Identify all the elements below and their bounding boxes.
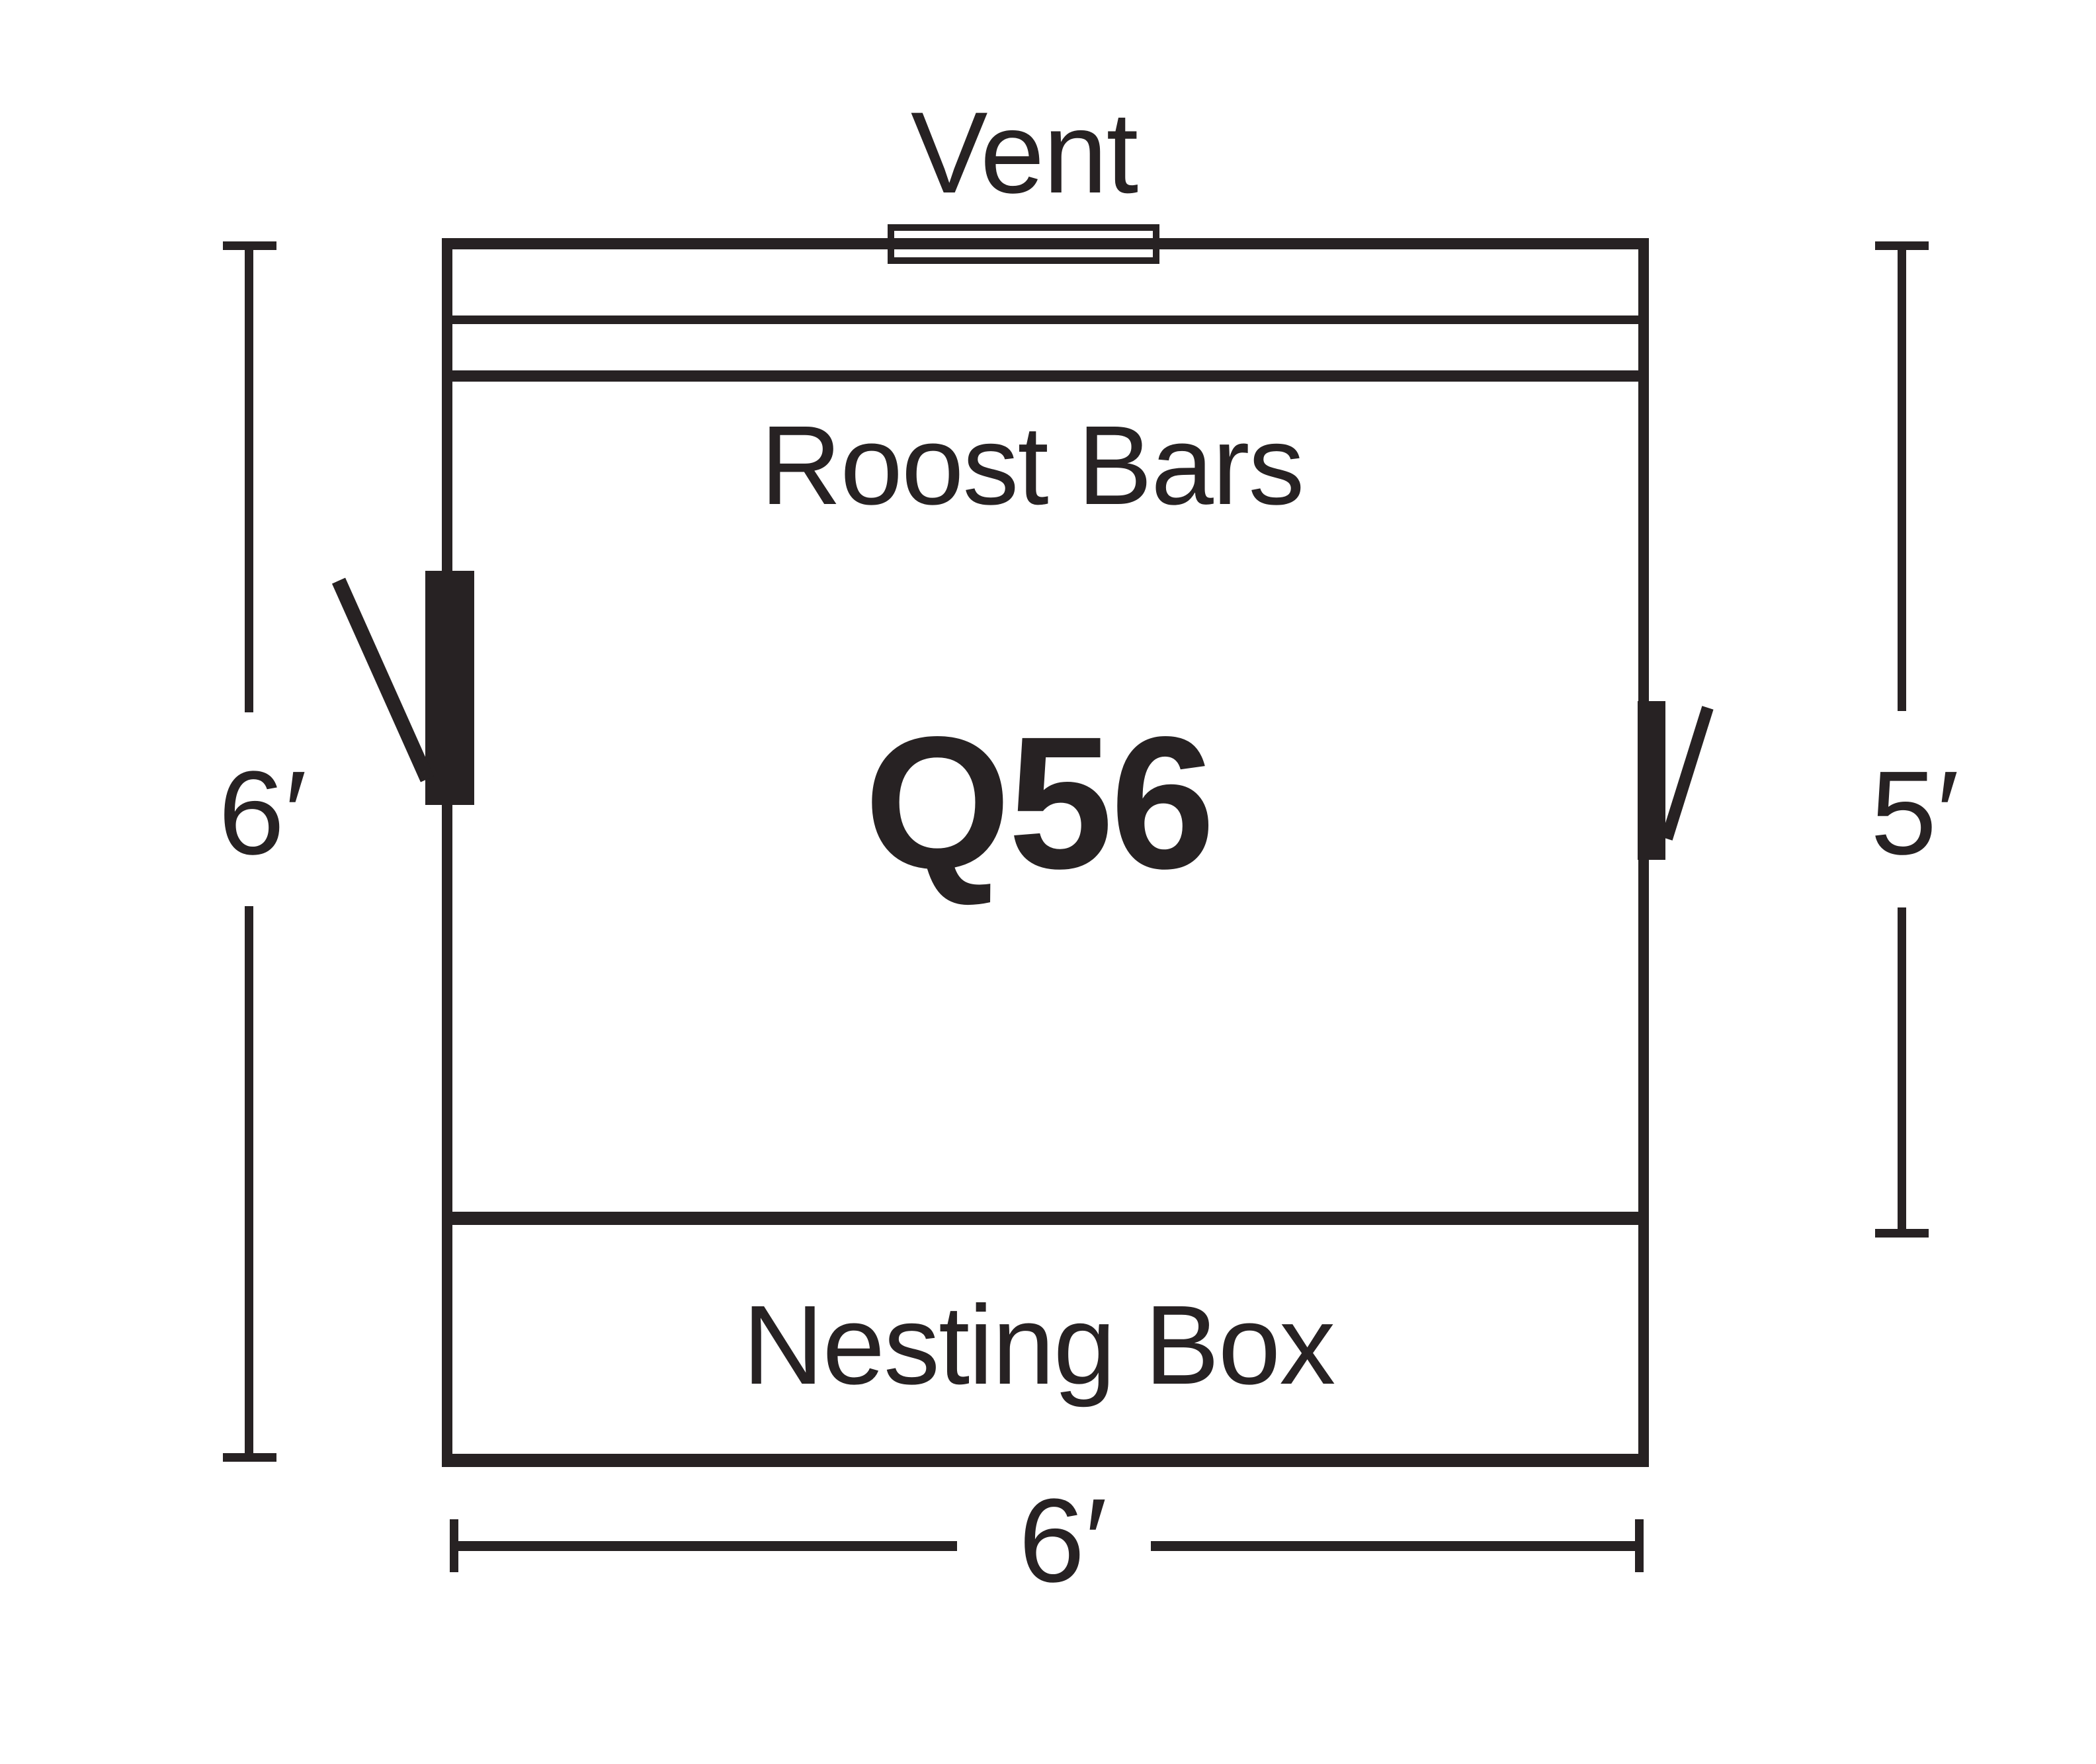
dim-bottom-tick-right [1635,1519,1644,1572]
vent-symbol [888,224,1159,264]
dim-right-segment-upper [1898,241,1906,711]
dim-left-segment-upper [245,241,253,712]
dim-right-cap-bottom [1875,1229,1929,1238]
right-door-swing-line [1661,706,1714,841]
roost-bars-label: Roost Bars [760,403,1305,528]
left-door-swing-line [331,577,435,782]
vent-label: Vent [910,89,1138,218]
dim-bottom-segment-right [1151,1541,1640,1551]
dim-right-label: 5′ [1870,747,1959,880]
nesting-box-label: Nesting Box [742,1282,1336,1408]
dim-left-label: 6′ [218,747,307,880]
wall-top [442,238,1649,249]
wall-bottom [442,1454,1649,1467]
dim-left-cap-bottom [223,1453,276,1462]
left-door-leaf [425,571,474,805]
wall-left [442,238,452,1467]
roost-area-line-lower [452,370,1638,382]
roost-area-line-upper [452,315,1638,324]
right-door-leaf [1638,701,1665,860]
model-label: Q56 [864,698,1216,908]
dim-bottom-label: 6′ [1019,1474,1107,1607]
dim-bottom-segment-left [453,1541,957,1551]
dim-right-segment-lower [1898,907,1906,1229]
nesting-box-divider [452,1212,1638,1225]
dim-left-segment-lower [245,906,253,1462]
